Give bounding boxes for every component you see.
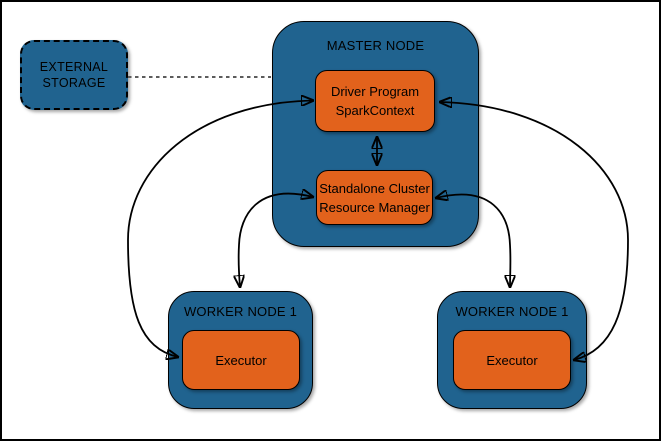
external-storage-label-line2: STORAGE [42,76,106,90]
master-node-title: MASTER NODE [326,38,425,53]
worker-node-right-title: WORKER NODE 1 [455,304,569,319]
executor-right-label: Executor [486,352,538,368]
resource-manager-box: Standalone Cluster Resource Manager [316,170,433,225]
executor-box-right: Executor [453,330,571,390]
executor-left-label: Executor [215,352,267,368]
external-storage-label-line1: EXTERNAL [39,60,109,74]
executor-box-left: Executor [182,330,300,390]
resource-manager-label-line1: Standalone Cluster [319,180,430,196]
driver-program-label-line2: SparkContext [335,103,415,118]
resource-manager-label-line2: Resource Manager [319,199,430,215]
external-storage-node: EXTERNAL STORAGE [20,40,128,110]
driver-program-label-line1: Driver Program [330,84,420,99]
driver-program-box: Driver Program SparkContext [315,70,435,132]
worker-node-left-title: WORKER NODE 1 [183,304,298,319]
